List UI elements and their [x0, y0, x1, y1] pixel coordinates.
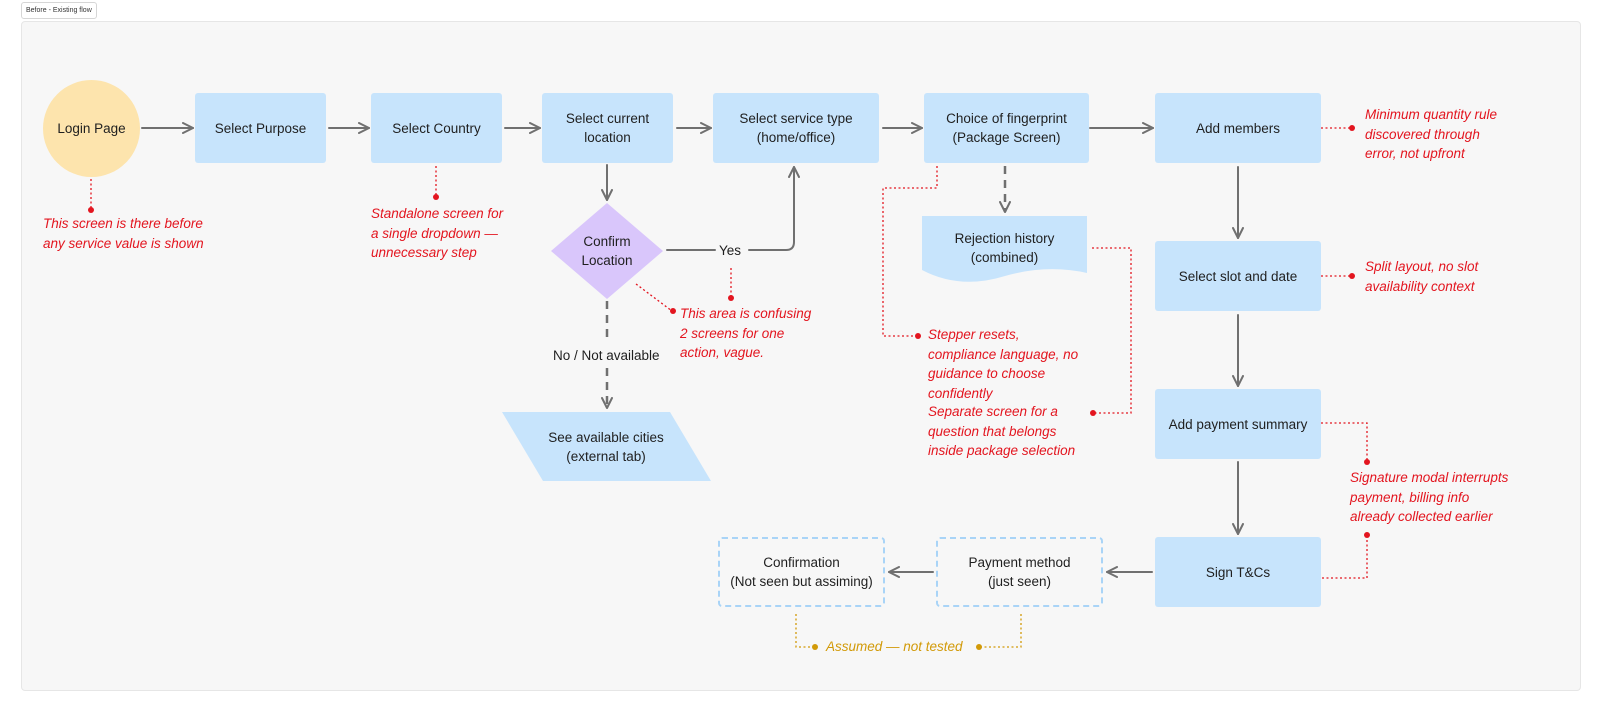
note-line: This screen is there before	[43, 216, 203, 231]
decision-diamond	[551, 203, 663, 299]
node-label: Select service type	[739, 111, 853, 126]
note-country: Standalone screen for a single dropdown …	[371, 204, 503, 263]
leader-dot	[976, 644, 982, 650]
leader-dot	[1349, 125, 1355, 131]
leader-dot	[812, 644, 818, 650]
node-add-payment-summary: Add payment summary	[1155, 389, 1321, 459]
note-line: a single dropdown —	[371, 225, 498, 241]
node-label: (home/office)	[756, 130, 836, 145]
note-confirm-location: This area is confusing 2 screens for one…	[680, 304, 811, 363]
node-label: Select Country	[392, 120, 481, 136]
node-label: Sign T&Cs	[1205, 564, 1271, 580]
note-line: action, vague.	[680, 345, 765, 360]
node-label: Choice of fingerprint	[946, 111, 1067, 126]
node-label: Confirmation	[763, 555, 840, 570]
edge-label-no: No / Not available	[550, 345, 663, 365]
node-label: Add members	[1195, 120, 1281, 136]
note-line: any service value is shown	[43, 235, 204, 251]
node-rejection-history: Rejection history (combined)	[922, 228, 1087, 268]
node-label: Add payment summary	[1168, 416, 1308, 432]
note-line: inside package selection	[928, 443, 1076, 458]
node-see-available-cities: See available cities (external tab)	[520, 427, 692, 467]
node-label: (just seen)	[987, 574, 1052, 589]
note-line: 2 screens for one	[680, 325, 785, 341]
note-line: unnecessary step	[371, 245, 477, 260]
leader-dot	[88, 207, 94, 213]
note-line: Minimum quantity rule	[1365, 107, 1498, 122]
node-label: (Not seen but assiming)	[730, 574, 873, 589]
note-members: Minimum quantity rule discovered through…	[1365, 105, 1497, 164]
node-sign-tcs: Sign T&Cs	[1155, 537, 1321, 607]
note-line: Standalone screen for	[371, 206, 504, 221]
node-label: (external tab)	[566, 449, 646, 464]
leader-dot	[1090, 410, 1096, 416]
leader-rejection	[1092, 247, 1132, 414]
node-label: Select Purpose	[214, 120, 307, 136]
node-label: Select current	[565, 111, 650, 126]
node-label: Rejection history	[954, 231, 1055, 246]
leader-confirm	[635, 283, 673, 312]
leader-dot	[1364, 459, 1370, 465]
document-shape	[922, 216, 1087, 282]
node-login-page: Login Page	[43, 80, 140, 177]
node-select-slot-and-date: Select slot and date	[1155, 241, 1321, 311]
leader-dot	[915, 333, 921, 339]
note-rejection: Separate screen for a question that belo…	[928, 402, 1075, 461]
leader-dot	[670, 308, 676, 314]
node-label: See available cities	[548, 430, 664, 445]
leader-dot	[1364, 532, 1370, 538]
note-line: question that belongs	[928, 423, 1057, 439]
note-line: Split layout, no slot	[1365, 259, 1479, 274]
node-label: (combined)	[970, 250, 1039, 265]
note-line: payment, billing info	[1350, 489, 1470, 505]
arrow-confirm-yes-service	[666, 167, 794, 251]
note-signature: Signature modal interrupts payment, bill…	[1350, 468, 1508, 527]
frame-label: Before - Existing flow	[21, 2, 97, 19]
note-line: guidance to choose	[928, 366, 1046, 381]
node-label: Confirm	[583, 234, 631, 249]
note-line: Stepper resets,	[928, 327, 1020, 342]
note-line: error, not upfront	[1365, 146, 1465, 161]
leader-assumed-left	[795, 614, 814, 648]
note-line: discovered through	[1365, 126, 1480, 142]
node-select-purpose: Select Purpose	[195, 93, 326, 163]
leader-dot	[728, 295, 734, 301]
leader-sign	[1322, 536, 1368, 579]
node-payment-method: Payment method (just seen)	[936, 537, 1103, 607]
leader-assumed-right	[980, 614, 1022, 648]
node-confirm-location: Confirm Location	[561, 226, 653, 276]
node-label: Login Page	[57, 121, 126, 136]
node-select-service-type: Select service type (home/office)	[713, 93, 879, 163]
note-line: This area is confusing	[680, 306, 812, 321]
note-line: Signature modal interrupts	[1350, 470, 1509, 485]
note-line: availability context	[1365, 278, 1475, 294]
parallelogram-shape	[502, 412, 711, 481]
node-label: Location	[581, 253, 633, 268]
leader-signature	[1321, 422, 1368, 461]
note-line: compliance language, no	[928, 346, 1079, 362]
node-label: (Package Screen)	[952, 130, 1061, 145]
node-add-members: Add members	[1155, 93, 1321, 163]
note-slot: Split layout, no slot availability conte…	[1365, 257, 1478, 296]
edge-label-yes: Yes	[716, 240, 745, 260]
node-select-country: Select Country	[371, 93, 502, 163]
node-choice-of-fingerprint: Choice of fingerprint (Package Screen)	[924, 93, 1089, 163]
node-confirmation: Confirmation (Not seen but assiming)	[718, 537, 885, 607]
note-stepper: Stepper resets, compliance language, no …	[928, 325, 1078, 403]
note-line: Separate screen for a	[928, 404, 1058, 419]
leader-dot	[1349, 273, 1355, 279]
node-label: Payment method	[968, 555, 1071, 570]
leader-dot	[433, 194, 439, 200]
note-line: already collected earlier	[1350, 509, 1493, 524]
node-label: location	[584, 130, 631, 145]
note-assumed: Assumed — not tested	[826, 639, 963, 654]
note-line: confidently	[928, 385, 993, 401]
note-login: This screen is there before any service …	[43, 214, 204, 253]
leader-stepper	[882, 166, 938, 337]
node-label: Select slot and date	[1178, 268, 1298, 284]
node-select-current-location: Select current location	[542, 93, 673, 163]
